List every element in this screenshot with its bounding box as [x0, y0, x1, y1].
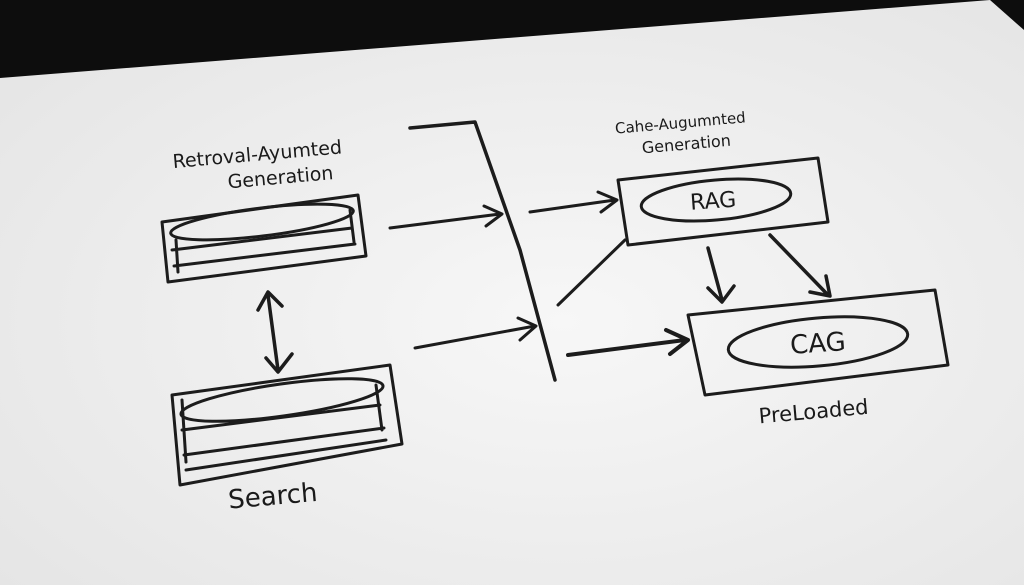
arrow — [388, 204, 504, 230]
bidirectional-arrow — [256, 290, 294, 374]
cag-node-label: CAG — [789, 327, 847, 361]
arrow — [413, 316, 538, 350]
rag-node: RAG — [616, 156, 830, 247]
arrow — [768, 233, 832, 298]
rag-node-label: RAG — [689, 188, 737, 216]
database-icon — [160, 193, 368, 284]
connector-line — [556, 238, 627, 307]
junction-line — [408, 120, 557, 382]
arrow — [706, 246, 736, 304]
arrow — [566, 328, 690, 357]
arrow — [528, 190, 619, 214]
database-icon — [170, 363, 404, 487]
cag-node: CAG — [686, 288, 950, 397]
